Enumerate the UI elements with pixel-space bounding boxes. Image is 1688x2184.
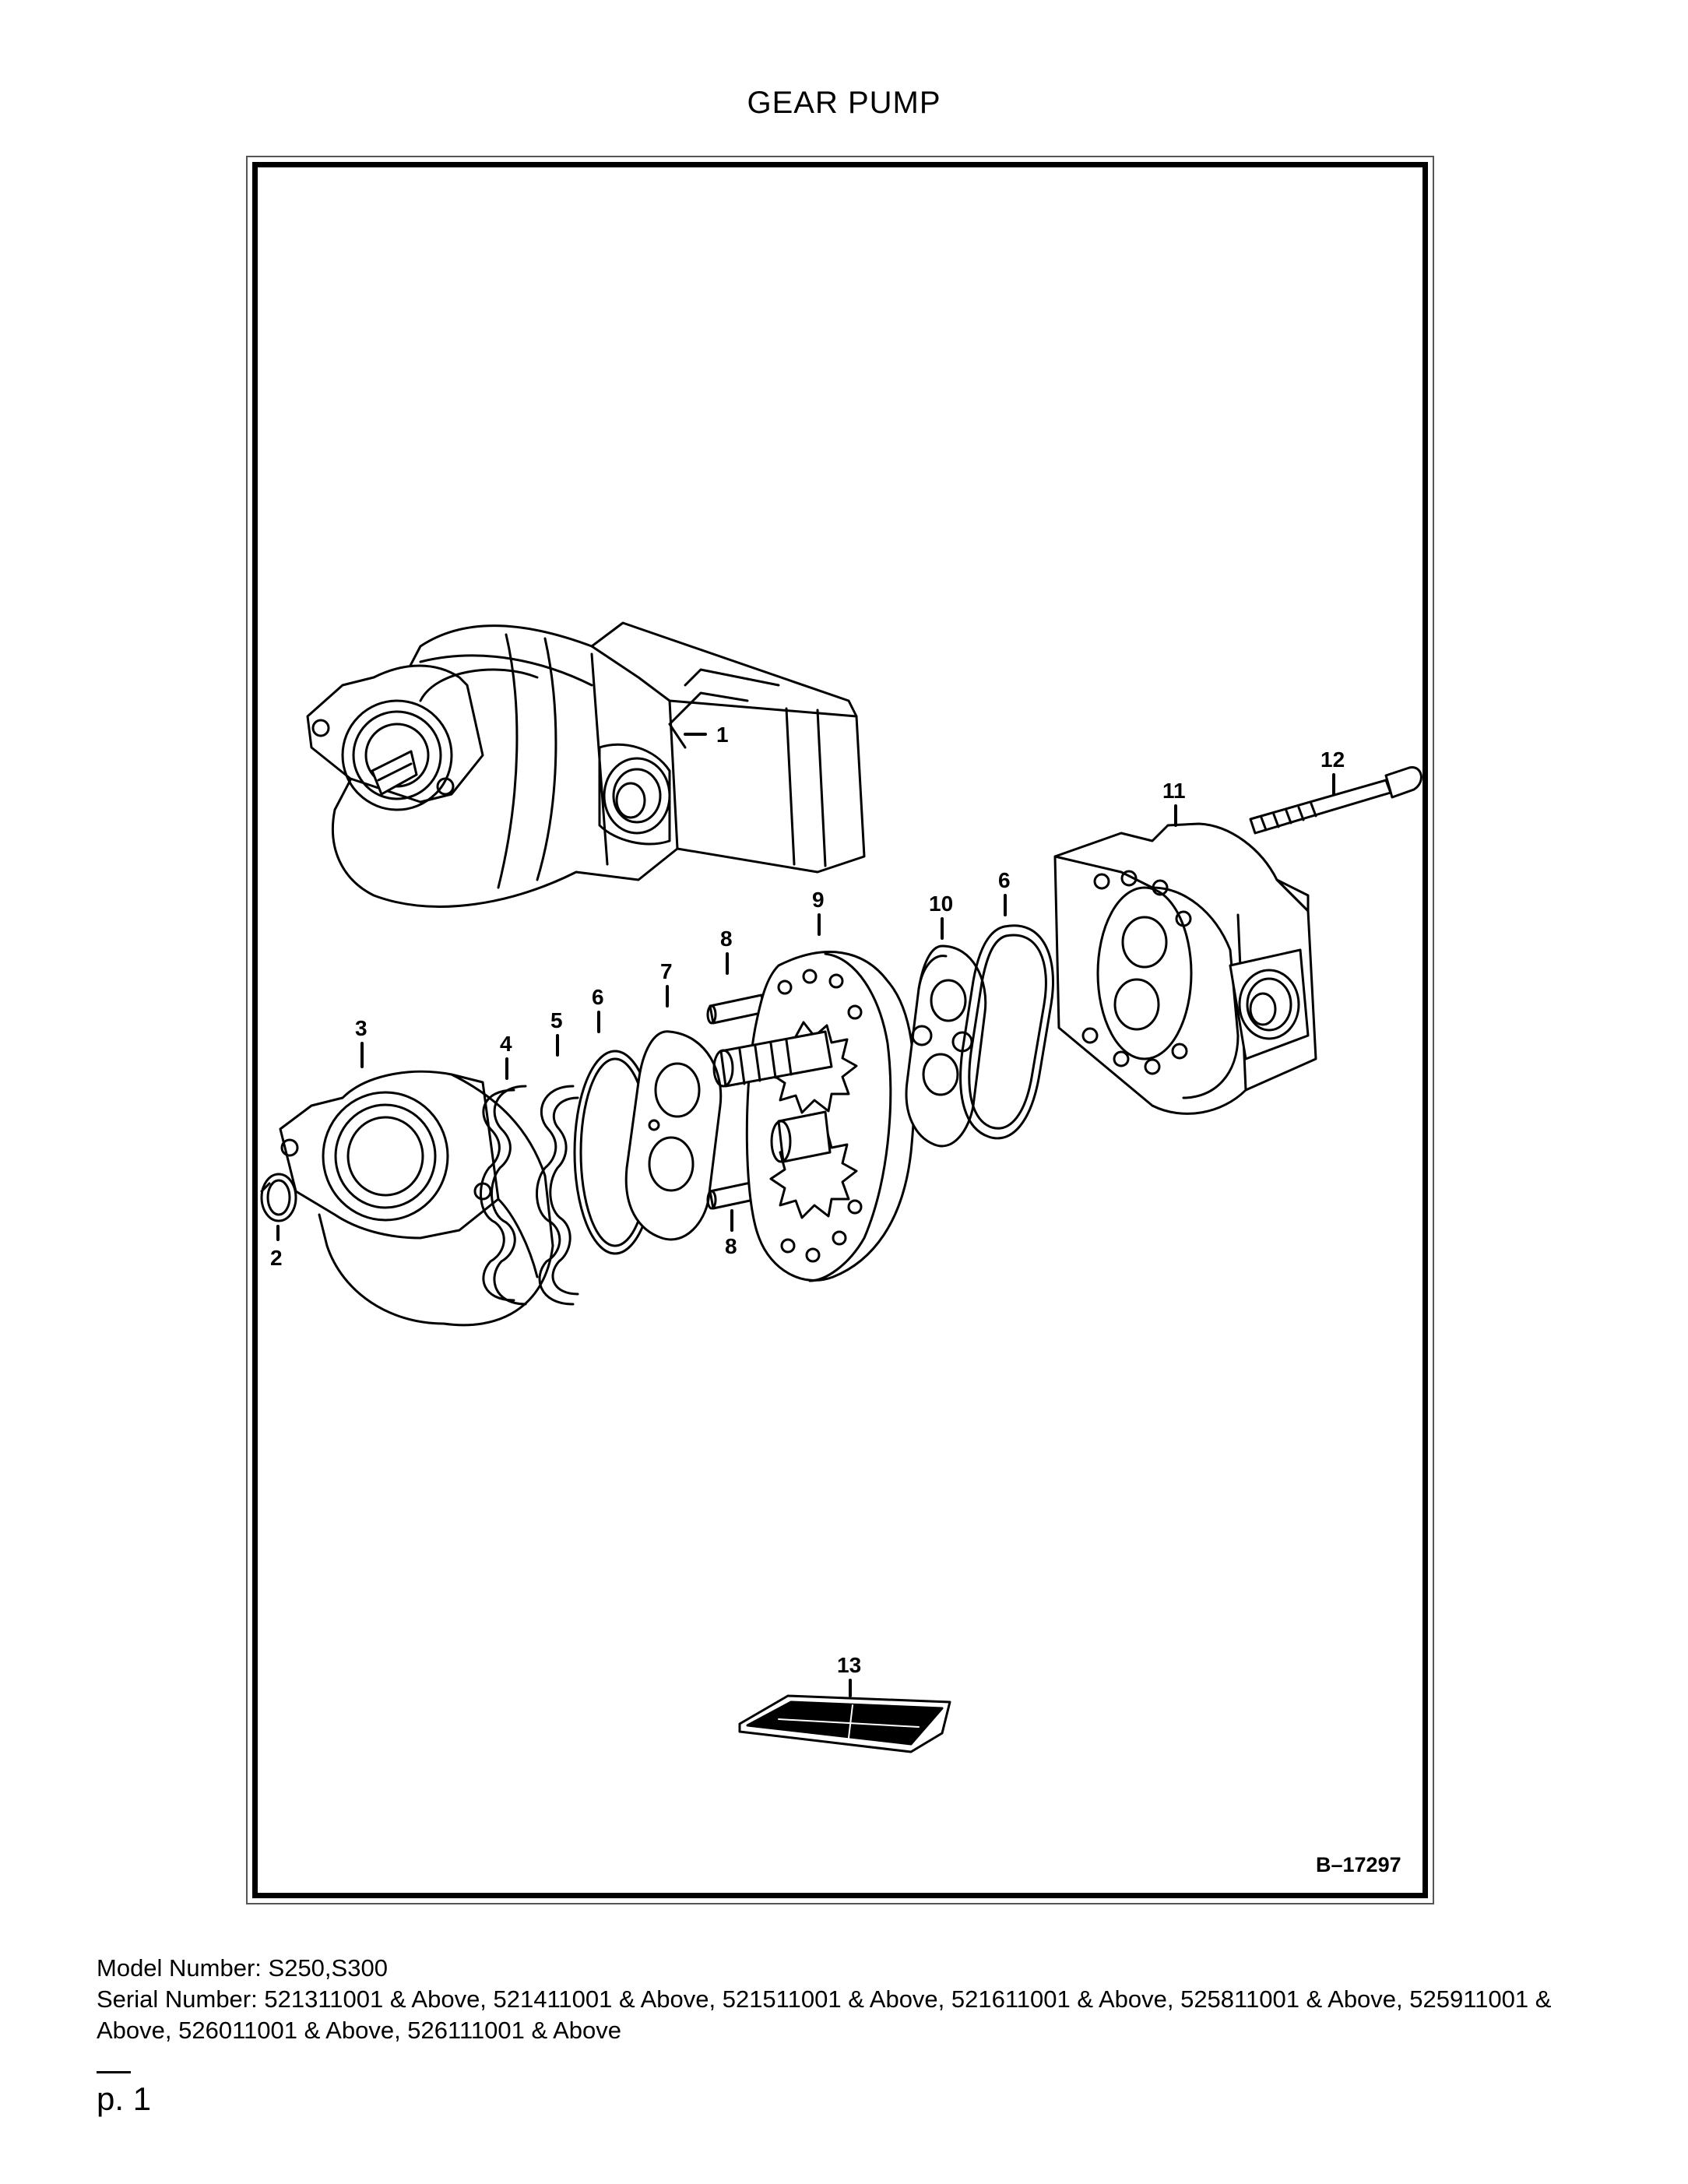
part-7-wear-plate [624, 1030, 723, 1241]
figure-code: B–17297 [1316, 1853, 1401, 1876]
serial-number-line: Serial Number: 521311001 & Above, 521411… [97, 1985, 1552, 2044]
part-12-bolt [1249, 766, 1422, 835]
callout-9: 9 [812, 888, 825, 912]
callout-10: 10 [929, 892, 953, 916]
callout-3: 3 [355, 1016, 367, 1040]
exploded-view-diagram: 1 2 3 4 5 6 6 7 8 8 9 10 11 12 13 [260, 621, 1422, 1753]
page-title: GEAR PUMP [747, 86, 941, 120]
callout-6-right: 6 [998, 868, 1011, 892]
part-3-front-plate [279, 1070, 554, 1327]
diagram-frame [252, 162, 1428, 1898]
part-13-seal-kit [738, 1694, 951, 1753]
callout-8-lower: 8 [725, 1234, 737, 1258]
part-6-o-ring-right [959, 924, 1054, 1140]
diagram-outer-frame [246, 156, 1434, 1904]
model-serial-info: Model Number: S250,S300 Serial Number: 5… [97, 1953, 1615, 2046]
callout-5: 5 [550, 1008, 563, 1032]
callout-1: 1 [716, 723, 729, 747]
model-number-line: Model Number: S250,S300 [97, 1954, 388, 1982]
callout-11: 11 [1162, 779, 1186, 803]
callout-leaders [276, 733, 1335, 1697]
part-2-retaining-ring [260, 1173, 297, 1222]
callout-13: 13 [837, 1653, 861, 1677]
callout-7: 7 [660, 959, 673, 983]
part-1-pump-housing [306, 621, 866, 908]
callout-2: 2 [270, 1246, 283, 1270]
callout-8-upper: 8 [720, 927, 733, 951]
page-number: p. 1 [97, 2080, 152, 2117]
callout-12: 12 [1321, 747, 1345, 772]
part-11-back-plate [1053, 822, 1317, 1115]
callout-6-left: 6 [592, 985, 604, 1009]
part-5-backup-ring [536, 1085, 579, 1306]
callout-4: 4 [500, 1032, 512, 1056]
page-number-rule [97, 2071, 131, 2073]
part-9-gear-housing [712, 951, 916, 1282]
part-4-seal [480, 1085, 527, 1306]
